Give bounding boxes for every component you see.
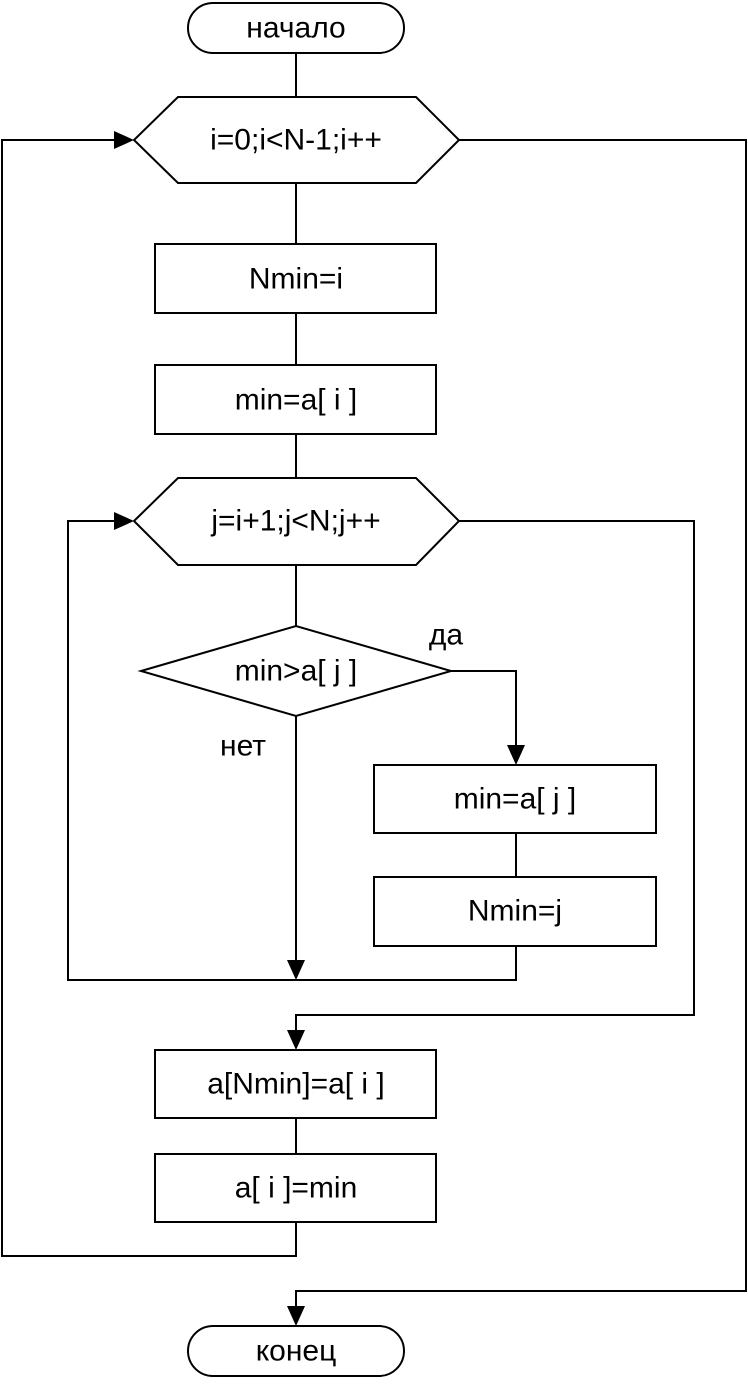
min-ai-process: [154, 364, 437, 435]
start-terminal: [187, 2, 405, 54]
inner-loop-label: j=i+1;j<N;j++: [210, 505, 380, 538]
nmin-j-process: [373, 876, 657, 947]
end-label: конец: [256, 1335, 337, 1368]
outer-loop-label: i=0;i<N-1;i++: [210, 124, 382, 157]
arrowhead-to-end: [287, 1306, 305, 1326]
inner-loop-hexagon: [132, 477, 461, 566]
swap-first-process: [154, 1049, 437, 1119]
nmin-j-label: Nmin=j: [468, 895, 562, 928]
arrowhead-yes-branch: [507, 745, 525, 765]
arrowhead-outer-loop-entry: [114, 131, 134, 149]
yes-branch-label: да: [429, 619, 464, 652]
connectors: [1, 53, 747, 1309]
arrowhead-inner-loop-entry: [114, 512, 134, 530]
connector-inner-loop-back: [67, 520, 517, 981]
nmin-i-label: Nmin=i: [249, 263, 343, 296]
connector-outer-loop-exit: [295, 139, 747, 1309]
no-branch-label: нет: [220, 730, 266, 763]
swap-second-label: a[ i ]=min: [235, 1172, 358, 1205]
arrowhead-no-branch-join: [287, 960, 305, 980]
swap-first-label: a[Nmin]=a[ i ]: [207, 1068, 385, 1101]
end-terminal: [187, 1325, 405, 1377]
connector-yes-branch: [451, 670, 517, 748]
nmin-i-process: [154, 243, 437, 314]
condition-label: min>a[ j ]: [235, 655, 358, 688]
min-aj-process: [373, 764, 657, 834]
arrowheads: [114, 131, 525, 1326]
min-aj-label: min=a[ j ]: [454, 783, 577, 816]
swap-second-process: [154, 1153, 437, 1223]
start-label: начало: [246, 12, 345, 45]
connector-outer-loop-back: [1, 139, 297, 1257]
connector-inner-loop-exit: [295, 520, 695, 1033]
outer-loop-hexagon: [132, 96, 461, 184]
min-ai-label: min=a[ i ]: [235, 384, 358, 417]
arrowhead-to-swap-first: [287, 1030, 305, 1050]
condition-diamond: [137, 624, 455, 718]
